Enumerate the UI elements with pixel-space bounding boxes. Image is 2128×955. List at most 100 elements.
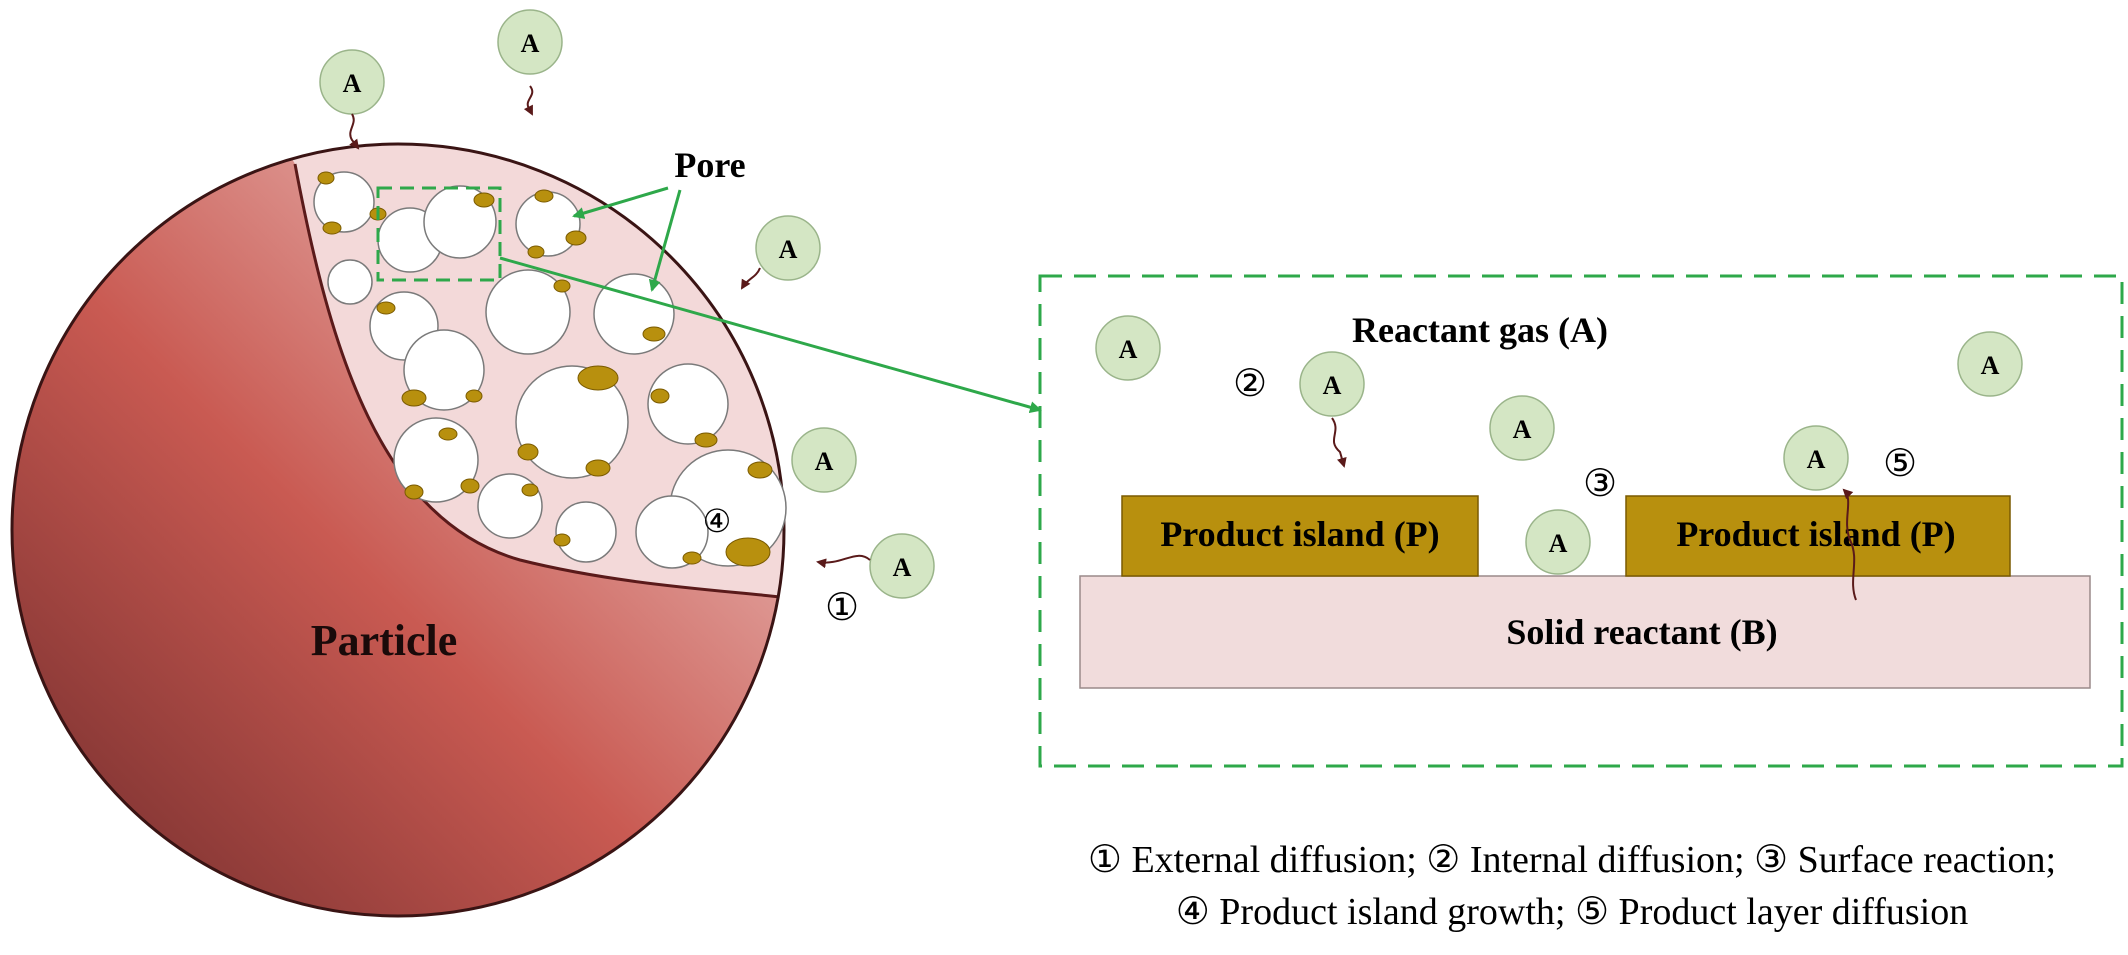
product-deposit bbox=[747, 461, 773, 479]
zoom-box bbox=[376, 186, 502, 282]
particle-label: Particle bbox=[311, 616, 458, 665]
step-marker-five: ⑤ bbox=[1883, 443, 1917, 485]
product-deposit bbox=[694, 432, 718, 448]
product-deposit bbox=[534, 189, 554, 203]
external-gas-molecules: A A A A A ① bbox=[319, 9, 935, 629]
gas-molecule-label: A bbox=[521, 29, 540, 58]
product-deposit bbox=[527, 245, 545, 259]
gas-molecule-label: A bbox=[1807, 445, 1826, 474]
gas-molecule: A bbox=[1525, 509, 1591, 575]
pore bbox=[635, 495, 709, 569]
gas-molecule-label: A bbox=[1513, 415, 1532, 444]
particle: Particle ④ bbox=[10, 142, 787, 918]
pore bbox=[485, 269, 571, 355]
product-deposit bbox=[521, 483, 539, 497]
gas-molecule-label: A bbox=[815, 447, 834, 476]
gas-molecule-label: A bbox=[893, 553, 912, 582]
product-deposit bbox=[376, 301, 396, 315]
pore bbox=[477, 473, 543, 539]
pore-label: Pore bbox=[674, 145, 745, 185]
product-deposit bbox=[517, 443, 539, 461]
particle-outline bbox=[10, 142, 786, 918]
product-deposit bbox=[322, 221, 342, 235]
product-deposit bbox=[473, 192, 495, 208]
pore-arrow-right bbox=[648, 189, 682, 292]
product-island-left bbox=[1121, 495, 1479, 577]
diffusion-arrow bbox=[349, 113, 360, 150]
inset-gas-molecules: A A A A A A bbox=[1095, 315, 2023, 575]
step-marker-two: ② bbox=[1233, 363, 1267, 405]
product-deposit bbox=[682, 551, 702, 565]
legend-line-1: ① External diffusion; ② Internal diffusi… bbox=[1088, 839, 2056, 881]
gas-molecule: A bbox=[1957, 331, 2023, 397]
legend: ① External diffusion; ② Internal diffusi… bbox=[1088, 839, 2056, 933]
product-deposits bbox=[317, 171, 773, 567]
gas-molecule-label: A bbox=[1981, 351, 2000, 380]
gas-molecule-label: A bbox=[779, 235, 798, 264]
product-deposit bbox=[438, 427, 458, 441]
gas-molecule: A bbox=[1489, 395, 1555, 461]
product-deposit bbox=[650, 388, 670, 404]
gas-molecule: A bbox=[1095, 315, 1161, 381]
product-deposit bbox=[401, 389, 427, 407]
gas-molecule-circle bbox=[755, 215, 821, 281]
gas-molecule-circle bbox=[497, 9, 563, 75]
product-deposit bbox=[725, 537, 771, 567]
diffusion-arrow bbox=[523, 85, 534, 116]
step-marker-four: ④ bbox=[703, 503, 732, 539]
product-deposit bbox=[465, 389, 483, 403]
gas-molecule: A bbox=[1299, 351, 1365, 468]
product-island-right bbox=[1625, 495, 2011, 577]
solid-reactant bbox=[1079, 575, 2091, 689]
gas-molecule-label: A bbox=[1323, 371, 1342, 400]
gas-molecule: A bbox=[1783, 425, 1849, 491]
product-deposit bbox=[585, 459, 611, 477]
step-marker-one: ① bbox=[825, 587, 859, 629]
diffusion-arrow bbox=[740, 267, 761, 290]
gas-molecule: A bbox=[740, 215, 821, 290]
gas-molecule-circle bbox=[869, 533, 935, 599]
zoom-arrow bbox=[499, 256, 1042, 414]
solid-reactant-label: Solid reactant (B) bbox=[1506, 612, 1777, 652]
diffusion-arrow bbox=[816, 554, 871, 569]
gas-molecule-circle bbox=[1095, 315, 1161, 381]
gas-molecule-circle bbox=[1299, 351, 1365, 417]
pore bbox=[593, 273, 675, 355]
pore bbox=[647, 363, 729, 445]
diffusion-arrow bbox=[1331, 417, 1347, 468]
gas-molecule-circle bbox=[791, 427, 857, 493]
product-island-right-label: Product island (P) bbox=[1676, 514, 1955, 554]
step-marker-three: ③ bbox=[1583, 463, 1617, 505]
product-deposit bbox=[577, 365, 619, 391]
pore-arrow-left bbox=[572, 186, 669, 219]
inset-panel: Reactant gas (A) Solid reactant (B) Prod… bbox=[1038, 274, 2124, 768]
pore-annotation: Pore bbox=[572, 145, 746, 292]
product-deposit bbox=[642, 326, 666, 342]
gas-molecule: A bbox=[791, 427, 857, 493]
gas-molecule-circle bbox=[1957, 331, 2023, 397]
pore bbox=[515, 365, 629, 479]
legend-line-2: ④ Product island growth; ⑤ Product layer… bbox=[1176, 891, 1969, 933]
pore-region-boundary bbox=[293, 163, 784, 600]
gas-molecule-circle bbox=[1489, 395, 1555, 461]
gas-molecule-label: A bbox=[343, 69, 362, 98]
gas-molecule-circle bbox=[1525, 509, 1591, 575]
product-layer-diffusion-arrow bbox=[1842, 488, 1857, 601]
gas-molecule-label: A bbox=[1119, 335, 1138, 364]
inset-border bbox=[1038, 274, 2124, 768]
gas-molecule-label: A bbox=[1549, 529, 1568, 558]
pore bbox=[403, 329, 485, 411]
pore bbox=[393, 417, 479, 503]
gas-molecule: A bbox=[497, 9, 563, 116]
product-deposit bbox=[460, 478, 480, 494]
pore bbox=[555, 501, 617, 563]
gas-molecule: A bbox=[816, 533, 935, 599]
gas-molecule-circle bbox=[1783, 425, 1849, 491]
product-deposit bbox=[404, 484, 424, 500]
product-deposit bbox=[317, 171, 335, 185]
reactant-gas-label: Reactant gas (A) bbox=[1352, 310, 1608, 350]
product-deposit bbox=[553, 279, 571, 293]
product-island-left-label: Product island (P) bbox=[1160, 514, 1439, 554]
